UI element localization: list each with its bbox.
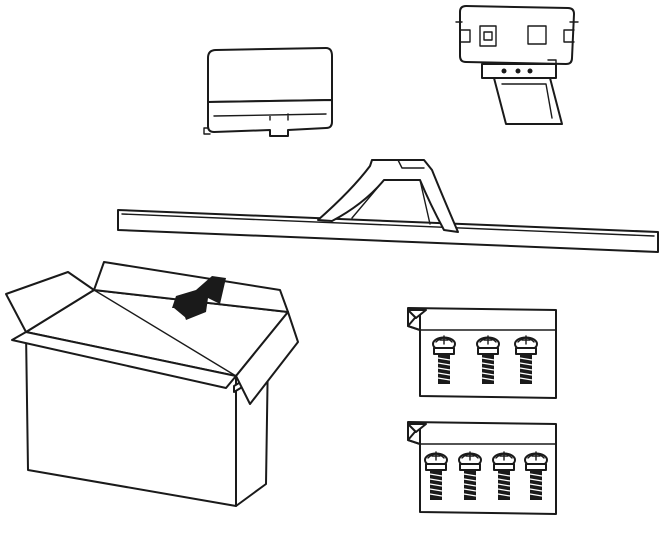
stand-base-icon bbox=[117, 159, 659, 253]
screw-pack-large bbox=[407, 421, 557, 515]
shipping-box-icon bbox=[5, 261, 299, 507]
stand-cover-icon bbox=[203, 47, 333, 137]
up-arrow-icon bbox=[172, 276, 226, 320]
screw-pack-small bbox=[407, 307, 557, 399]
stand-bracket-icon bbox=[455, 5, 579, 125]
